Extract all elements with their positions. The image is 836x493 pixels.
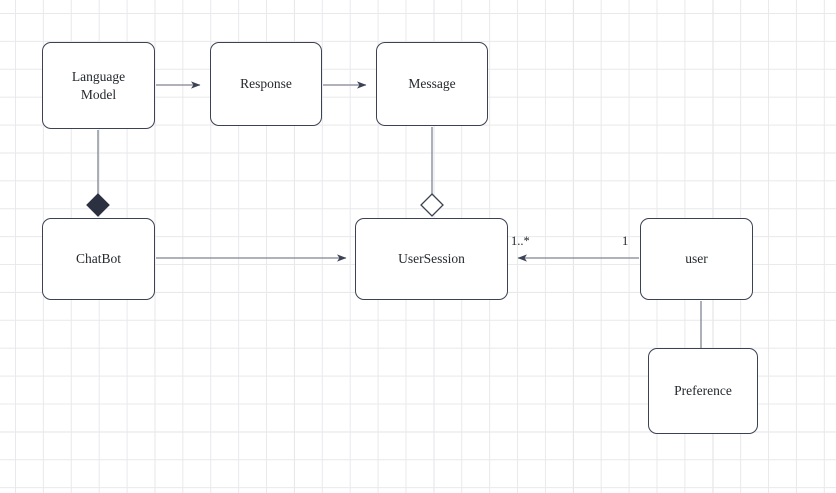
edge-message-to-usersession bbox=[420, 127, 444, 217]
node-usersession[interactable]: UserSession bbox=[355, 218, 508, 300]
node-response[interactable]: Response bbox=[210, 42, 322, 126]
node-label-message: Message bbox=[408, 76, 456, 92]
filled-diamond-marker bbox=[86, 193, 110, 217]
node-language-model[interactable]: Language Model bbox=[42, 42, 155, 129]
node-message[interactable]: Message bbox=[376, 42, 488, 126]
multiplicity-label-usersession: 1..* bbox=[511, 234, 530, 248]
node-preference[interactable]: Preference bbox=[648, 348, 758, 434]
node-user[interactable]: user bbox=[640, 218, 753, 300]
node-label-user: user bbox=[685, 251, 708, 267]
node-label-preference: Preference bbox=[674, 383, 732, 399]
hollow-diamond-marker bbox=[420, 193, 444, 217]
node-label-language-model: Language Model bbox=[71, 68, 126, 102]
node-label-usersession: UserSession bbox=[398, 251, 465, 267]
edge-language-model-to-chatbot bbox=[86, 130, 110, 217]
multiplicity-label-user: 1 bbox=[622, 234, 629, 248]
node-label-response: Response bbox=[240, 76, 292, 92]
node-chatbot[interactable]: ChatBot bbox=[42, 218, 155, 300]
node-label-chatbot: ChatBot bbox=[75, 251, 121, 267]
